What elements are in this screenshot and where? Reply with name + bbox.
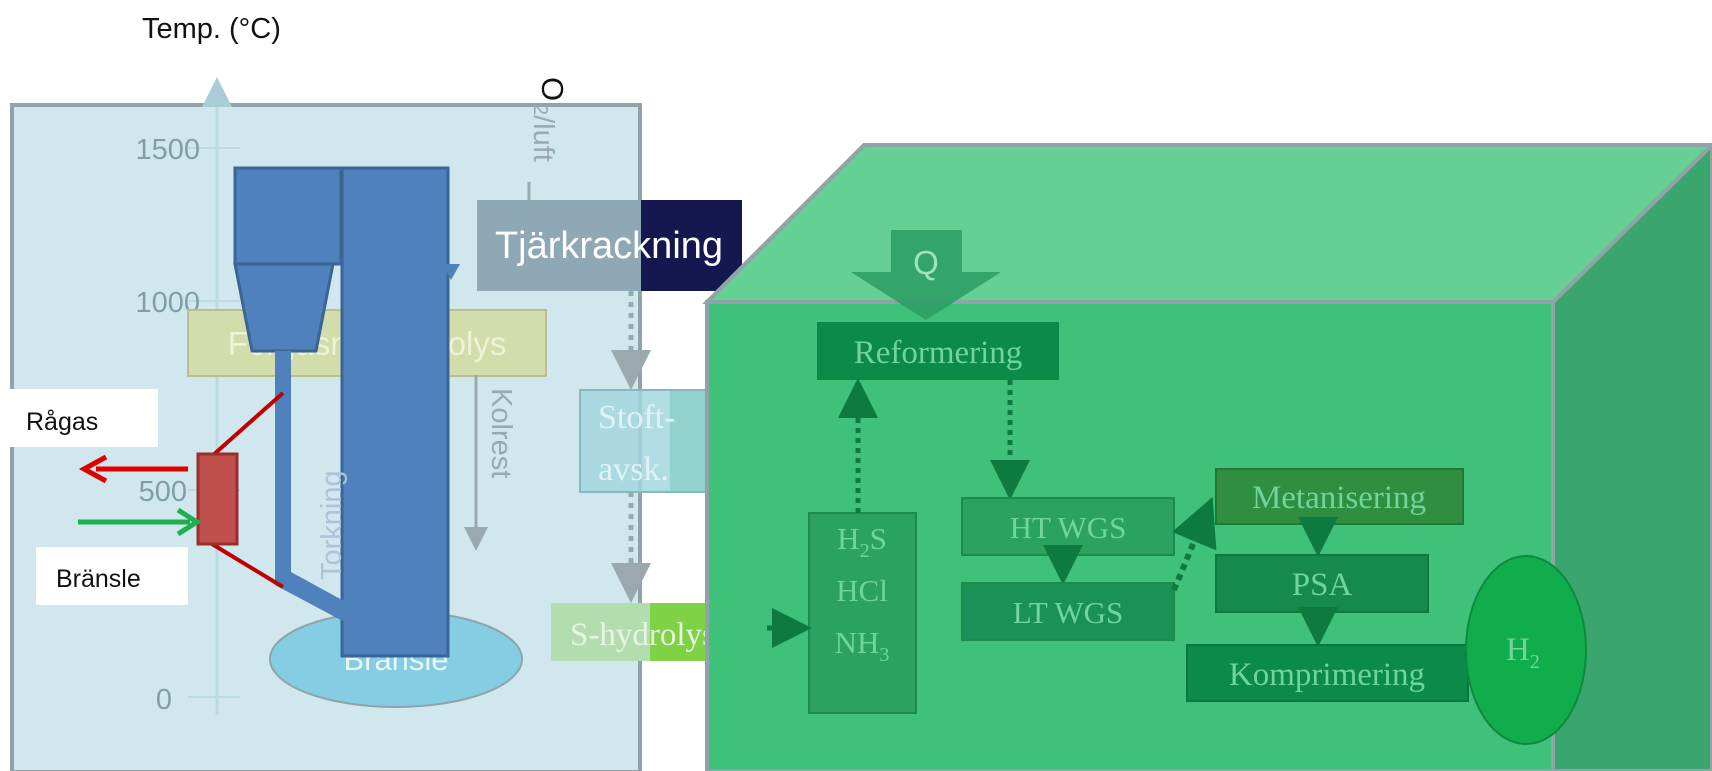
methanation-label: Metanisering [1252, 480, 1426, 516]
tick-0: 0 [156, 684, 172, 716]
hcl-label: HCl [836, 573, 888, 608]
contaminant-removal-box [808, 512, 917, 714]
small-notch [443, 264, 460, 280]
return-leg-bottom [275, 572, 364, 626]
axis-title: Temp. (°C) [142, 13, 281, 45]
hydrogen-product [1465, 555, 1587, 745]
compression-label: Komprimering [1229, 657, 1425, 693]
dust-removal-label-2: avsk. [598, 451, 669, 488]
tick-500: 500 [139, 476, 187, 508]
compression-box [1186, 644, 1469, 702]
raw-gas-label-box [6, 389, 158, 447]
lt-wgs-box [961, 582, 1175, 641]
reforming-box [817, 322, 1059, 380]
dust-removal-label-1: Stoft- [598, 399, 675, 436]
tar-cracking-label: Tjärkrackning [495, 225, 723, 267]
hydrogen-label: H2 [1506, 632, 1540, 673]
cyclone-cone [233, 262, 335, 353]
psa-box [1215, 554, 1429, 613]
methanation-box [1215, 468, 1464, 525]
gasifier-upper-left [233, 166, 343, 266]
fuel-in-label: Bränsle [56, 565, 141, 593]
heat-arrow [851, 230, 1001, 320]
feed-port [196, 452, 239, 546]
s-hydrolysis-label: S-hydrolys [570, 617, 715, 653]
process-box-top [702, 143, 1712, 304]
fuel-in-label-box [36, 547, 188, 605]
h2s-label: H2S [837, 521, 887, 562]
reforming-label: Reformering [854, 335, 1023, 371]
gasifier-shaft [340, 166, 450, 658]
oxidant-label: O [535, 77, 570, 101]
heat-label: Q [913, 244, 939, 281]
oxidant-label-rest: 2/luft [527, 104, 559, 162]
return-leg [275, 351, 291, 585]
lt-wgs-label: LT WGS [1013, 595, 1124, 630]
psa-label: PSA [1292, 567, 1353, 603]
tar-cracking-box [477, 200, 641, 291]
tick-1500: 1500 [135, 134, 200, 166]
char-residue-label: Kolrest [485, 388, 517, 478]
nh3-label: NH3 [835, 625, 890, 666]
raw-gas-label: Rågas [26, 408, 98, 436]
ht-wgs-label: HT WGS [1010, 510, 1127, 545]
drying-label: Torkning [316, 470, 348, 580]
